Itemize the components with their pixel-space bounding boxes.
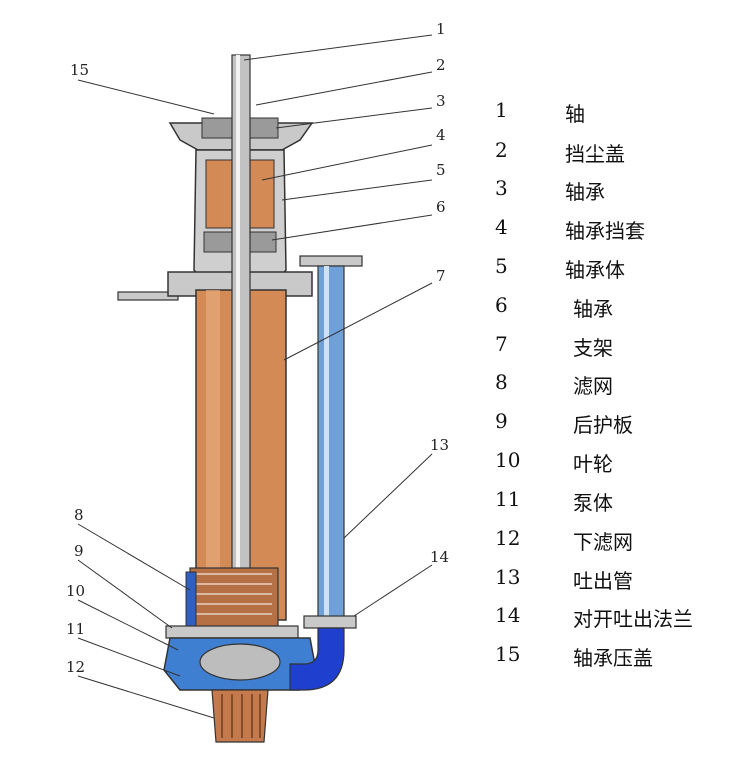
callout-14: 14: [430, 548, 449, 566]
shaft-highlight: [236, 55, 240, 670]
callout-5: 5: [436, 161, 446, 179]
support-column-highlight: [206, 290, 220, 620]
callout-11: 11: [66, 620, 85, 638]
discharge-pipe-highlight: [324, 266, 329, 618]
strainer: [189, 567, 279, 629]
strainer-side: [185, 571, 197, 633]
callout-15: 15: [70, 61, 89, 79]
impeller: [199, 643, 281, 681]
callout-3: 3: [436, 92, 446, 110]
split-flange: [303, 615, 357, 629]
callout-12: 12: [66, 658, 85, 676]
callout-7: 7: [436, 267, 446, 285]
lower-strainer: [211, 689, 269, 743]
callout-9: 9: [74, 542, 84, 560]
callout-8: 8: [74, 506, 84, 524]
callout-6: 6: [436, 198, 446, 216]
back-plate: [165, 625, 299, 639]
callout-13: 13: [430, 436, 449, 454]
callout-1: 1: [436, 20, 446, 38]
callout-10: 10: [66, 582, 85, 600]
leader-lines: [77, 34, 433, 719]
callout-4: 4: [436, 126, 446, 144]
discharge-pipe: [317, 265, 345, 619]
discharge-pipe-flange-top: [299, 255, 363, 267]
callout-2: 2: [436, 56, 446, 74]
discharge-bend: [289, 627, 345, 691]
